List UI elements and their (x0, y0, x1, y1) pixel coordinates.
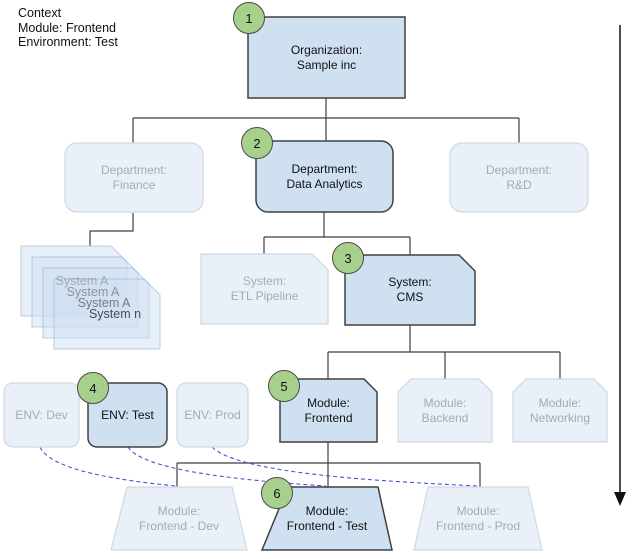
context-environment-line: Environment: Test (18, 35, 118, 49)
timeline-arrowhead-icon (614, 492, 626, 506)
env-dev-node (3, 382, 80, 448)
dept-data-analytics-node (255, 140, 394, 213)
context-module-line: Module: Frontend (18, 20, 116, 35)
connector-cms-modules (327, 325, 561, 379)
step-badge-3: 3 (332, 242, 364, 274)
connector-org-departments (132, 98, 520, 143)
step-badge-4: 4 (77, 372, 109, 404)
module-networking-node (512, 378, 608, 443)
context-panel: Context Module: Frontend Environment: Te… (18, 6, 118, 50)
connector-finance-systems (89, 213, 134, 246)
env-test-deploy-link (127, 446, 327, 487)
step-badge-1: 1 (233, 2, 265, 34)
env-prod-node (176, 382, 249, 448)
organization-node (247, 16, 406, 99)
system-etl-node (200, 253, 329, 325)
connector-frontend-deployments (176, 442, 481, 487)
system-cms-node (344, 254, 476, 326)
dept-rnd-node (449, 142, 589, 213)
step-badge-2: 2 (241, 127, 273, 159)
deploy-frontend-test-node (260, 486, 393, 551)
dept-finance-node (64, 142, 204, 213)
connector-dataanalytics-systems (263, 212, 411, 255)
context-title: Context (18, 6, 62, 20)
deploy-frontend-dev-node (110, 486, 248, 551)
env-dev-deploy-link (39, 446, 177, 487)
deploy-frontend-prod-node (413, 486, 543, 551)
system-stack-card-4 (53, 278, 161, 350)
module-backend-node (397, 378, 493, 443)
step-badge-5: 5 (268, 370, 300, 402)
step-badge-6: 6 (261, 477, 293, 509)
env-prod-deploy-link (211, 446, 479, 487)
env-test-node (87, 382, 168, 448)
